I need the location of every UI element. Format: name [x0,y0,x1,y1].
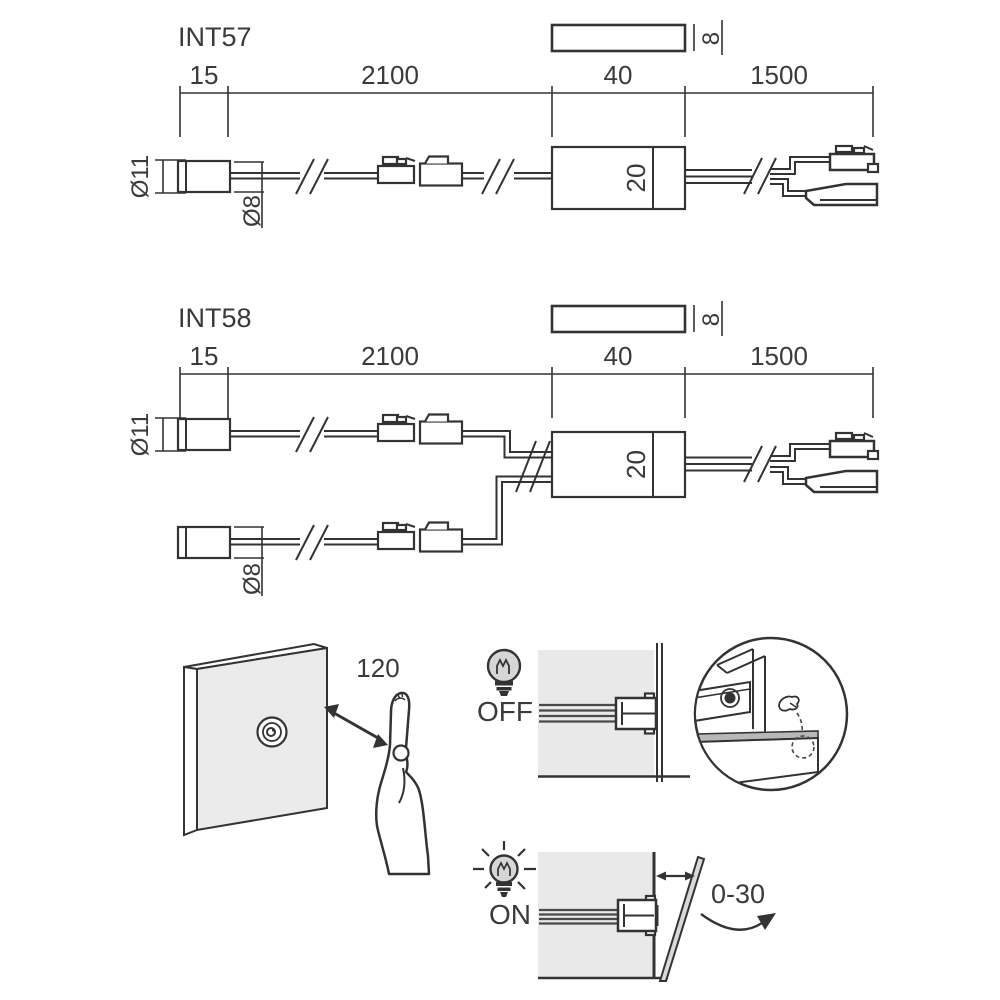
sensor-connector [616,894,659,937]
bulb-off-icon [486,648,522,696]
int58-y-junction [462,430,552,546]
int57-cable-diameter-label: Ø8 [239,195,266,227]
int57-sensor-head: Ø11 [127,155,232,199]
gap-arrow-icon [656,871,695,881]
int58-control-box: 20 [550,430,687,499]
int57-control-box: 20 [550,145,687,211]
dim-label-2100: 2100 [361,341,419,371]
closed-door-edge [656,643,663,782]
dim-label-15: 15 [190,341,219,371]
spade-connector-icon [804,469,879,494]
cable-break-icon [295,158,329,195]
int57-title: INT57 [178,22,252,52]
int57-output-leads [685,144,880,207]
corner-detail-icon [693,636,849,792]
sensor-connector [614,692,658,735]
door-angle-label: 0-30 [711,879,765,909]
int57-thickness-label: 8 [698,32,725,45]
int58-sensor-head-bottom: Ø8 [176,525,266,596]
off-state-illustration: OFF [477,643,690,782]
sensor-wires [539,908,618,925]
cable-break-icon [295,416,329,453]
detection-range-illustration: 120 [183,642,431,876]
dim-label-40: 40 [604,341,633,371]
finger-sketch-icon [778,695,800,712]
int58-cable-diameter-label: Ø8 [239,563,266,595]
cable-break-icon [743,157,777,195]
int58-box-length-label: 20 [621,450,651,479]
int58-dimension-line: 15 2100 40 1500 [179,341,874,418]
off-label: OFF [477,696,533,727]
int58-thickness-label: 8 [698,313,725,326]
swing-arrow-icon [700,913,776,931]
sensor-hole [724,692,736,704]
dim-label-1500: 1500 [750,341,808,371]
dashed-target-circle [791,735,815,759]
spade-connector-icon [804,182,879,207]
hand-icon [374,691,431,876]
detection-range-label: 120 [356,653,399,683]
cable-break-icon [743,445,777,483]
int57-dimension-line: 15 2100 40 1500 [179,60,874,137]
int57-inline-connector [376,155,464,187]
int58-title: INT58 [178,303,252,333]
dim-label-2100: 2100 [361,60,419,90]
int57-diagram: INT57 8 15 2100 40 1500 Ø11 Ø8 [127,20,880,228]
dim-label-15: 15 [190,60,219,90]
distance-arrow-icon [324,704,388,748]
plug-connector-icon [828,144,880,174]
cable-break-icon [515,440,551,493]
cable-break-icon [295,524,329,561]
dim-label-40: 40 [604,60,633,90]
int58-sensor-head-top: Ø11 [127,413,232,457]
on-label: ON [489,899,531,930]
int58-diagram: INT58 8 15 2100 40 1500 Ø11 [127,301,880,596]
sensor-wires [539,703,616,723]
plug-connector-icon [828,431,880,461]
dim-label-1500: 1500 [750,60,808,90]
sensor-hole-ring [720,688,740,708]
int57-sensor-diameter-label: Ø11 [127,155,154,199]
on-state-illustration: ON 0-30 [473,841,776,982]
int58-sensor-diameter-label: Ø11 [127,413,154,457]
bulb-on-icon [473,841,536,897]
int57-sideview-box [550,23,687,53]
open-door [658,855,706,982]
int57-box-length-label: 20 [621,164,651,193]
int58-sideview-box [550,304,687,334]
int58-inline-connector-bottom [376,521,464,553]
cable-break-icon [481,158,515,195]
int58-output-leads [685,431,880,494]
int58-inline-connector-top [376,413,464,445]
panel-side-edge [183,665,198,837]
sensor-face-icon [256,716,288,748]
